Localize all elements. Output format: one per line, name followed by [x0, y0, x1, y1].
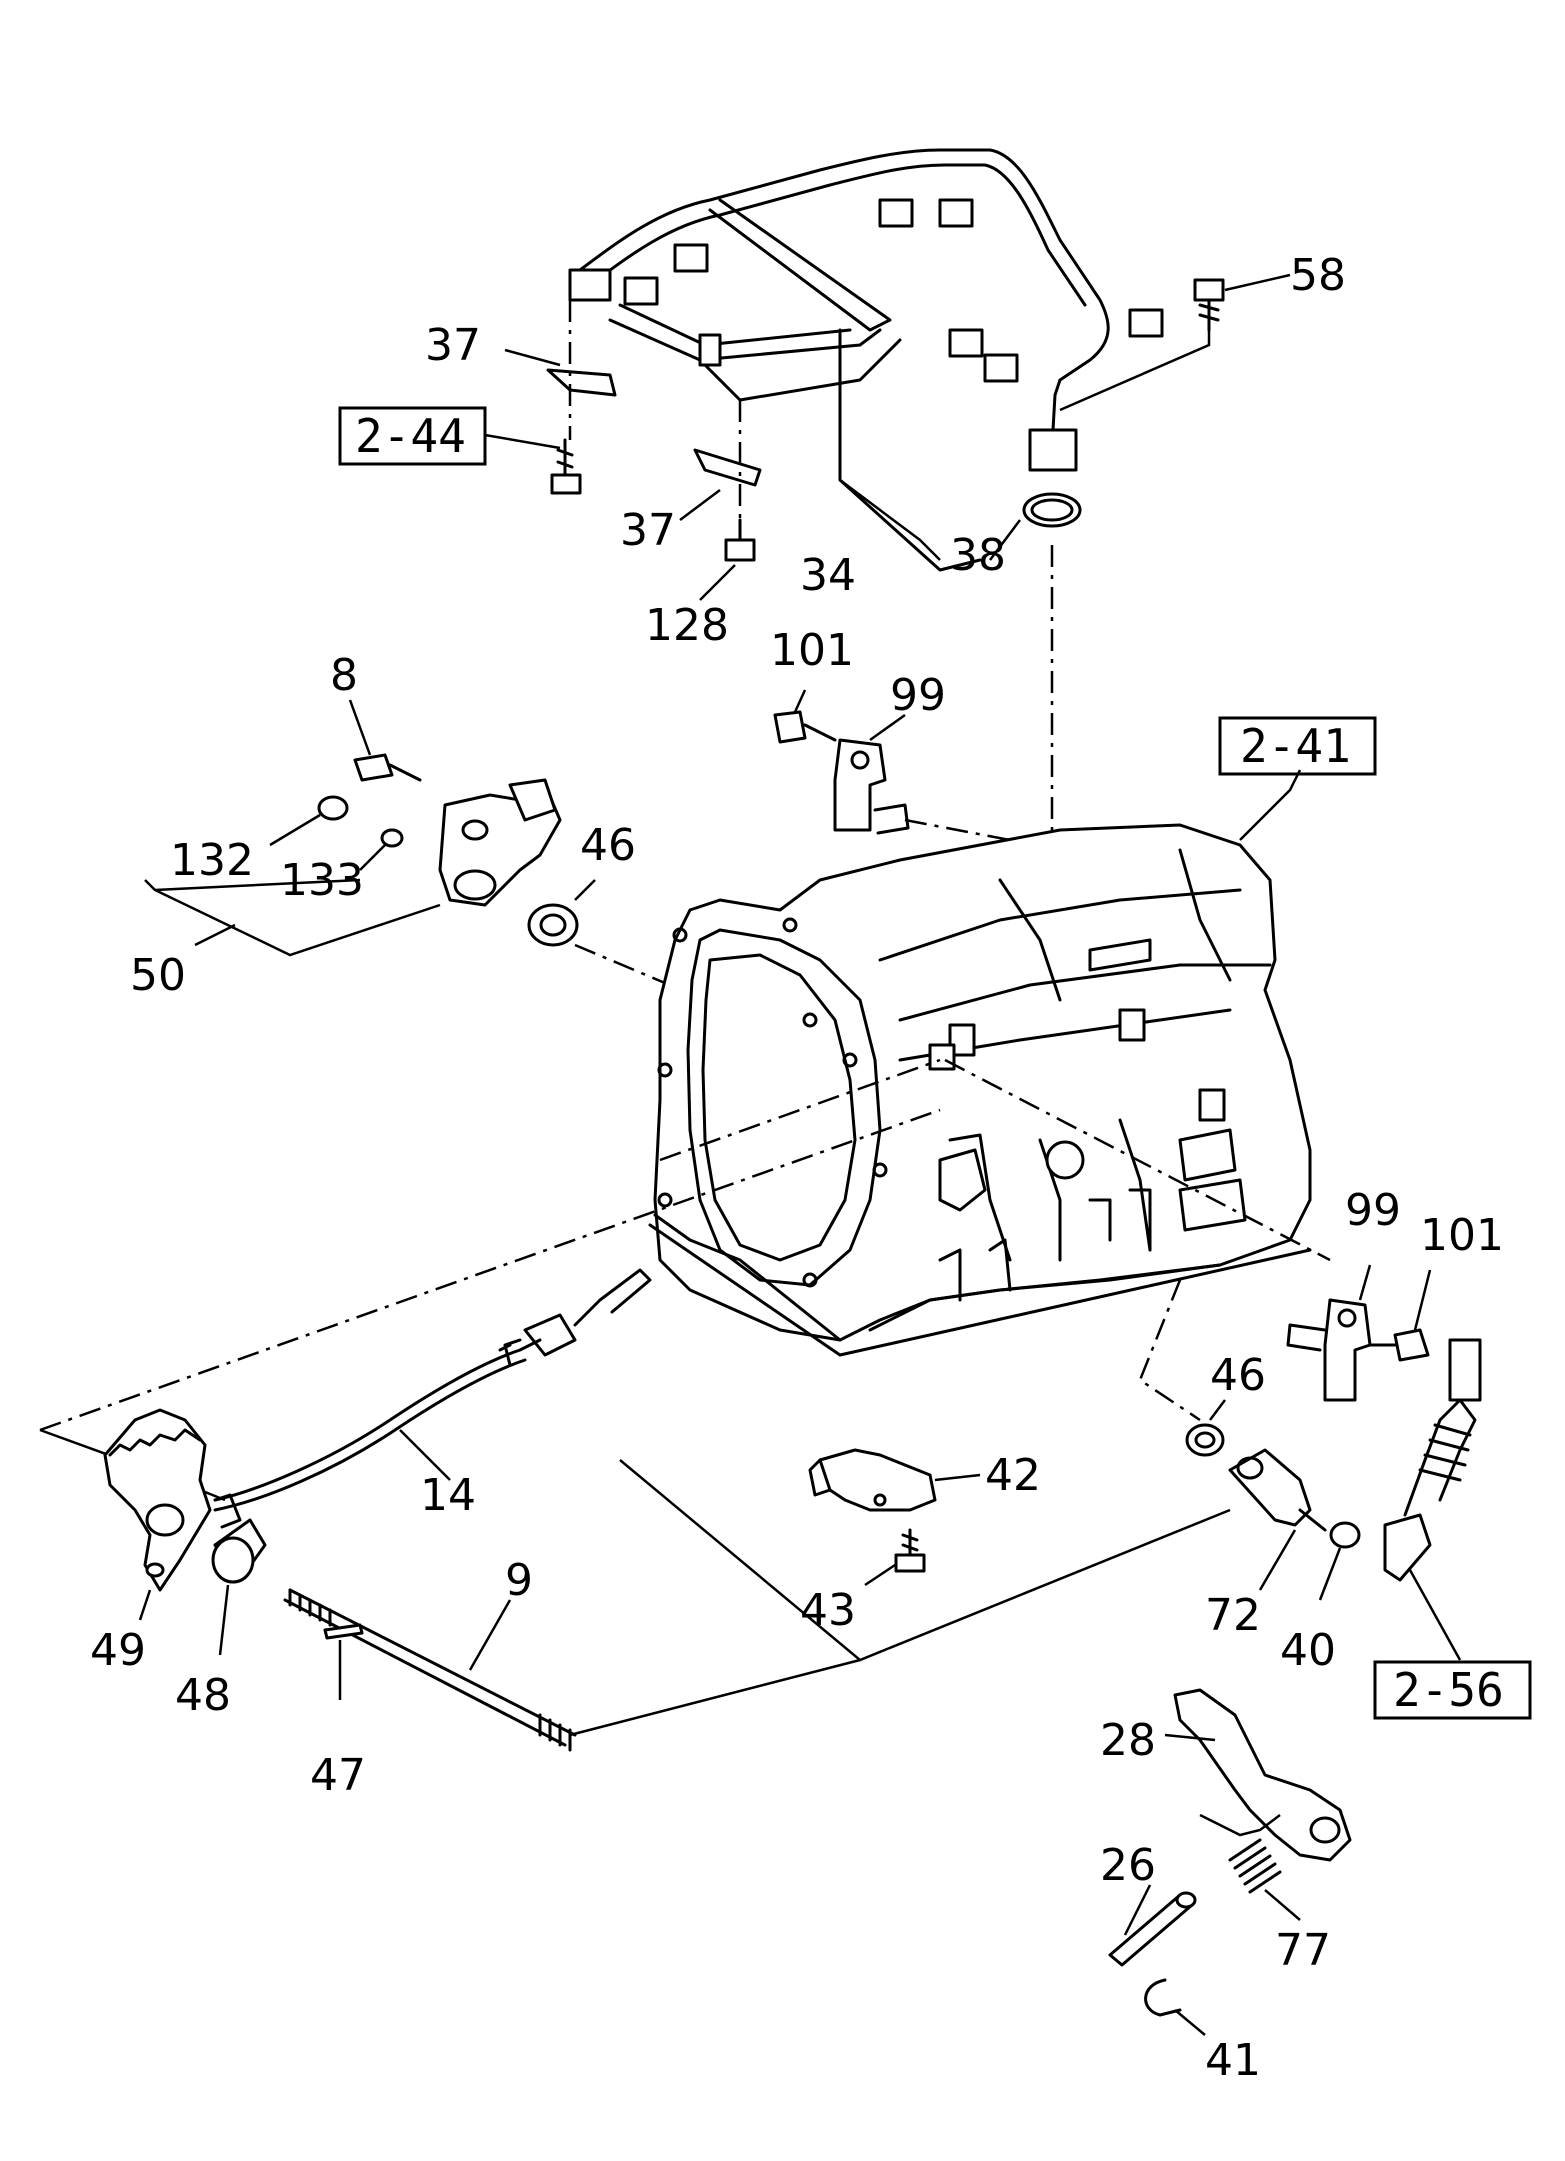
- reference-2-56: 2-56: [1373, 1660, 1532, 1720]
- wiring-harness: [568, 148, 1164, 572]
- callout-132: 132: [170, 835, 254, 886]
- bolt-128: [699, 518, 756, 601]
- callout-50: 50: [130, 950, 186, 1001]
- callout-47: 47: [310, 1750, 366, 1801]
- callout-101: 101: [1420, 1210, 1504, 1261]
- callout-41: 41: [1205, 2035, 1261, 2086]
- nut-132: [269, 795, 349, 847]
- callout-77: 77: [1275, 1925, 1331, 1976]
- cable-14: [213, 1268, 652, 1529]
- reference-2-56-text: 2-56: [1393, 1663, 1504, 1717]
- pin-26: [1108, 1884, 1197, 1967]
- clip-41: [1144, 1978, 1206, 2036]
- callout-58: 58: [1290, 250, 1346, 301]
- seal-46-upper: [527, 879, 801, 1042]
- callout-8: 8: [330, 650, 358, 701]
- callout-37: 37: [620, 505, 676, 556]
- sensor-99-upper: [833, 713, 1011, 842]
- bolt-58: [1059, 273, 1291, 412]
- callout-48: 48: [175, 1670, 231, 1721]
- callout-133: 133: [280, 855, 364, 906]
- sensor-99-lower: [1286, 1264, 1372, 1402]
- axis-line-shaft: [944, 1058, 1331, 1262]
- reference-2-41-text: 2-41: [1240, 719, 1351, 773]
- pin-47: [323, 1623, 364, 1700]
- bolt-43: [864, 1528, 926, 1587]
- bolt-101-upper: [773, 689, 837, 744]
- callout-42: 42: [985, 1450, 1041, 1501]
- callout-101: 101: [770, 625, 854, 676]
- callout-99: 99: [890, 670, 946, 721]
- axis-line-front: [659, 1058, 941, 1162]
- nut-40: [1318, 1521, 1361, 1601]
- clip-37-upper: [504, 300, 617, 440]
- leader-50: [194, 923, 236, 947]
- bolt-2-44: [484, 433, 582, 495]
- callout-34: 34: [800, 550, 856, 601]
- transmission-case: [648, 769, 1312, 1357]
- callout-46: 46: [1210, 1350, 1266, 1401]
- switch-assembly-50: [438, 778, 562, 907]
- callout-26: 26: [1100, 1840, 1156, 1891]
- lever-28: [1164, 1688, 1352, 1862]
- callout-43: 43: [800, 1585, 856, 1636]
- reference-2-44-text: 2-44: [355, 409, 466, 463]
- bolt-8: [348, 699, 422, 782]
- callout-128: 128: [645, 600, 729, 651]
- callout-14: 14: [420, 1470, 476, 1521]
- leader-34: [838, 370, 941, 561]
- callout-38: 38: [950, 530, 1006, 581]
- callout-labels: 58 37 37 128 34 38 101 99 8 46 132 133 5…: [90, 250, 1504, 2086]
- callout-99: 99: [1345, 1185, 1401, 1236]
- callout-49: 49: [90, 1625, 146, 1676]
- axis-line-left: [39, 1108, 941, 1432]
- callout-72: 72: [1205, 1590, 1261, 1641]
- o-ring-38: [989, 492, 1082, 830]
- reference-2-44: 2-44: [338, 406, 487, 466]
- callout-9: 9: [505, 1555, 533, 1606]
- callout-46: 46: [580, 820, 636, 871]
- bushing-48: [211, 1518, 267, 1656]
- seal-46-lower: [1185, 1399, 1226, 1457]
- clip-37-lower: [679, 400, 762, 521]
- bracket-42: [808, 1448, 981, 1512]
- callout-28: 28: [1100, 1715, 1156, 1766]
- washer-133: [359, 828, 404, 871]
- spring-77: [1199, 1813, 1301, 1921]
- bracket-50: [144, 878, 441, 957]
- lever-72: [1228, 1448, 1327, 1591]
- bolt-101-lower: [1368, 1269, 1432, 1362]
- axis-line-bracket: [1138, 1279, 1201, 1422]
- callout-40: 40: [1280, 1625, 1336, 1676]
- shaft-9: [283, 1588, 577, 1752]
- callout-37: 37: [425, 320, 481, 371]
- detent-plate-49: [103, 1408, 212, 1621]
- sensor-2-56: [1383, 1338, 1482, 1661]
- reference-2-41: 2-41: [1218, 716, 1377, 776]
